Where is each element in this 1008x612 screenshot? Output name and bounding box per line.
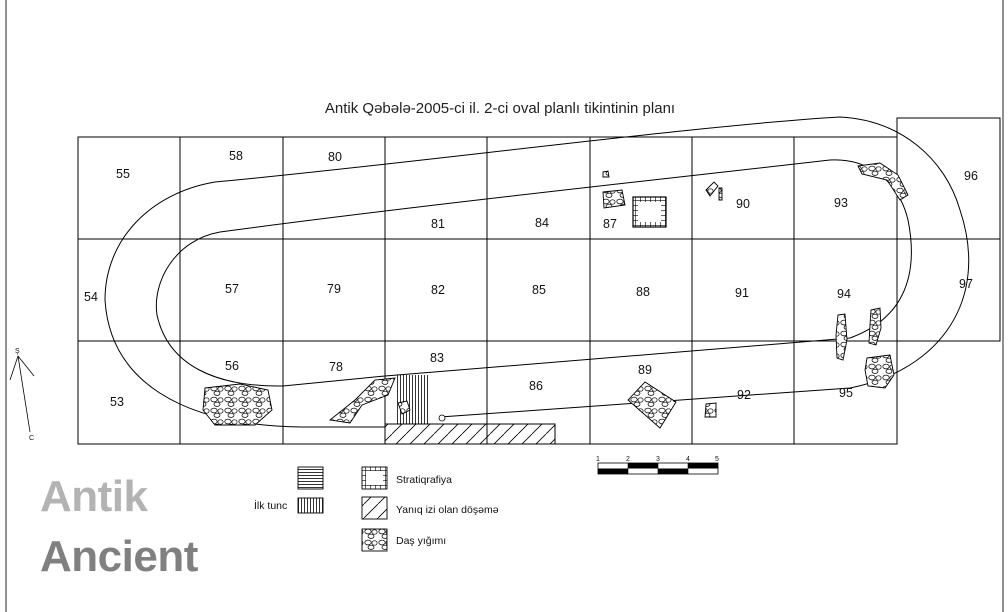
north-arrow: Ş C xyxy=(9,348,35,442)
square-label: 82 xyxy=(431,283,445,297)
scale-label: 2 xyxy=(626,456,630,463)
square-label: 79 xyxy=(327,282,341,296)
square-label: 57 xyxy=(225,282,239,296)
scale-label: 1 xyxy=(596,456,600,463)
square-label: 95 xyxy=(839,386,853,400)
square-label: 89 xyxy=(638,363,652,377)
plan-title: Antik Qəbələ-2005-ci il. 2-ci oval planl… xyxy=(325,100,675,117)
square-label: 92 xyxy=(737,388,751,402)
square-label: 80 xyxy=(328,150,342,164)
scale-bar: 1 2 3 4 5 xyxy=(596,456,719,475)
square-label: 54 xyxy=(84,290,98,304)
scale-label: 3 xyxy=(656,456,660,463)
legend: İlk tunc Stratiqrafiya Yanıq izi olan dö… xyxy=(254,466,499,552)
watermark-antik: Antik xyxy=(40,472,148,521)
legend-swatch-burnt-floor xyxy=(361,496,388,520)
square-label: 91 xyxy=(735,286,749,300)
square-label: 84 xyxy=(535,216,549,230)
legend-swatch-hstripes xyxy=(297,466,324,490)
legend-swatch-stone-heap xyxy=(361,528,388,552)
legend-label-stone-heap: Daş yığımı xyxy=(396,535,446,547)
square-label: 90 xyxy=(736,197,750,211)
burnt-floor-area xyxy=(384,423,556,445)
grid-squares xyxy=(77,117,1001,445)
square-label: 96 xyxy=(964,169,978,183)
outer-oval-wall xyxy=(104,116,970,428)
north-arrow-bottom-label: C xyxy=(29,435,34,442)
square-label: 88 xyxy=(636,285,650,299)
square-label: 86 xyxy=(529,379,543,393)
square-label: 55 xyxy=(116,167,130,181)
north-arrow-top-label: Ş xyxy=(15,348,20,355)
legend-label-early-bronze: İlk tunc xyxy=(254,499,287,512)
square-label: 53 xyxy=(110,395,124,409)
square-label: 87 xyxy=(603,217,617,231)
square-label: 78 xyxy=(329,360,343,374)
legend-label-burnt-floor: Yanıq izi olan döşəmə xyxy=(396,504,499,516)
square-label: 56 xyxy=(225,359,239,373)
scale-label: 5 xyxy=(715,456,719,463)
square-label: 93 xyxy=(834,196,848,210)
early-bronze-block xyxy=(395,375,430,424)
square-label: 81 xyxy=(431,217,445,231)
square-label: 94 xyxy=(837,287,851,301)
square-label: 97 xyxy=(959,277,973,291)
square-numbers: 53 54 55 56 57 58 78 79 80 81 82 83 84 8… xyxy=(84,149,978,409)
scale-label: 4 xyxy=(686,456,690,463)
stone-heaps xyxy=(202,162,909,429)
legend-label-stratigraphy: Stratiqrafiya xyxy=(396,474,452,486)
square-label: 85 xyxy=(532,283,546,297)
watermark-ancient: Ancient xyxy=(40,532,198,581)
square-label: 83 xyxy=(430,351,444,365)
post-hole xyxy=(438,414,446,422)
inner-oval-wall xyxy=(155,159,912,387)
square-label: 58 xyxy=(229,149,243,163)
legend-swatch-early-bronze xyxy=(297,497,324,514)
